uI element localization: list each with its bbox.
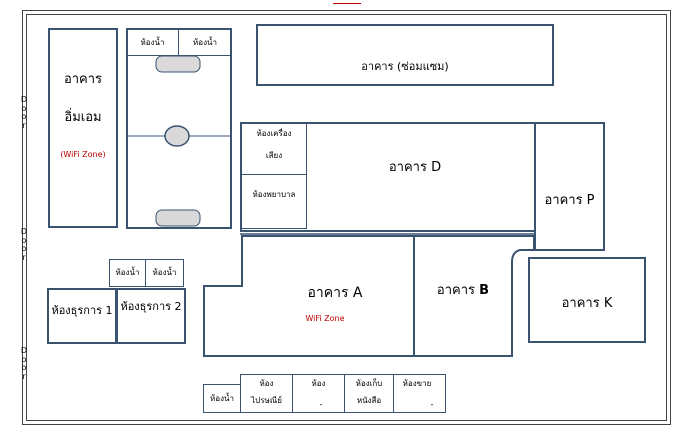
business-room-1 <box>47 288 117 344</box>
door-gap-2 <box>28 222 30 270</box>
building-p-label: อาคาร P <box>544 193 595 208</box>
building-d <box>240 122 536 232</box>
wifi-zone-label-im-aim: (WiFi Zone) <box>60 150 106 159</box>
building-b-label: อาคาร B <box>418 283 508 299</box>
building-im-aim <box>48 28 118 228</box>
business-room-2-label: ห้องธุรการ 2 <box>120 300 182 313</box>
building-d-label: อาคาร D <box>388 160 442 175</box>
building-p <box>534 122 605 251</box>
field-goal-top <box>155 55 201 73</box>
building-k <box>528 257 646 343</box>
post-office-line2: ไปรษณีย์ <box>251 396 282 405</box>
post-office-line1: ห้อง <box>259 379 274 388</box>
room-blank-line2: - <box>319 400 323 409</box>
field-goal-bottom <box>155 209 201 227</box>
building-a-label: อาคาร A <box>307 285 363 301</box>
room-audio-line2: เสียง <box>265 151 283 160</box>
building-b-label-prefix: อาคาร <box>436 283 480 298</box>
door-gap-1 <box>28 88 30 140</box>
business-room-2 <box>116 288 186 344</box>
room-blank-line1: ห้อง <box>311 379 326 388</box>
field-restroom-left-label: ห้องน้ำ <box>140 38 165 47</box>
room-nurse <box>241 174 307 229</box>
shop-room <box>393 374 446 413</box>
building-im-aim-line2: อิ่มเอม <box>64 110 102 125</box>
room-nurse-label: ห้องพยาบาล <box>252 190 296 199</box>
small-restroom-right <box>145 259 184 287</box>
bottom-restroom-label: ห้องน้ำ <box>210 394 234 403</box>
shop-room-line2: - <box>430 400 434 409</box>
building-im-aim-line1: อาคาร <box>63 72 103 87</box>
field-restroom-right <box>178 28 232 56</box>
map-inner-frame <box>26 14 667 421</box>
building-b-outline <box>414 235 545 357</box>
room-audio-line1: ห้องเครื่อง <box>256 129 292 138</box>
small-restroom-right-label: ห้องน้ำ <box>152 268 177 277</box>
top-red-mark <box>333 0 361 4</box>
small-restroom-left-label: ห้องน้ำ <box>115 268 140 277</box>
building-under-repair <box>256 24 554 86</box>
map-outer-frame <box>22 10 671 425</box>
book-storage-line2: หนังสือ <box>356 396 382 405</box>
shop-room-line1: ห้องขาย <box>402 379 432 388</box>
building-k-label: อาคาร K <box>561 296 613 311</box>
building-b-label-letter: B <box>479 283 490 298</box>
field-restroom-right-label: ห้องน้ำ <box>193 38 217 47</box>
field-center-circle <box>164 125 190 147</box>
building-under-repair-label: อาคาร (ซ่อมแซม) <box>361 60 449 73</box>
door-gap-3 <box>28 340 30 390</box>
business-room-1-label: ห้องธุรการ 1 <box>51 304 113 317</box>
book-storage-line1: ห้องเก็บ <box>355 379 383 388</box>
wifi-zone-label-a: WiFi Zone <box>305 314 345 323</box>
